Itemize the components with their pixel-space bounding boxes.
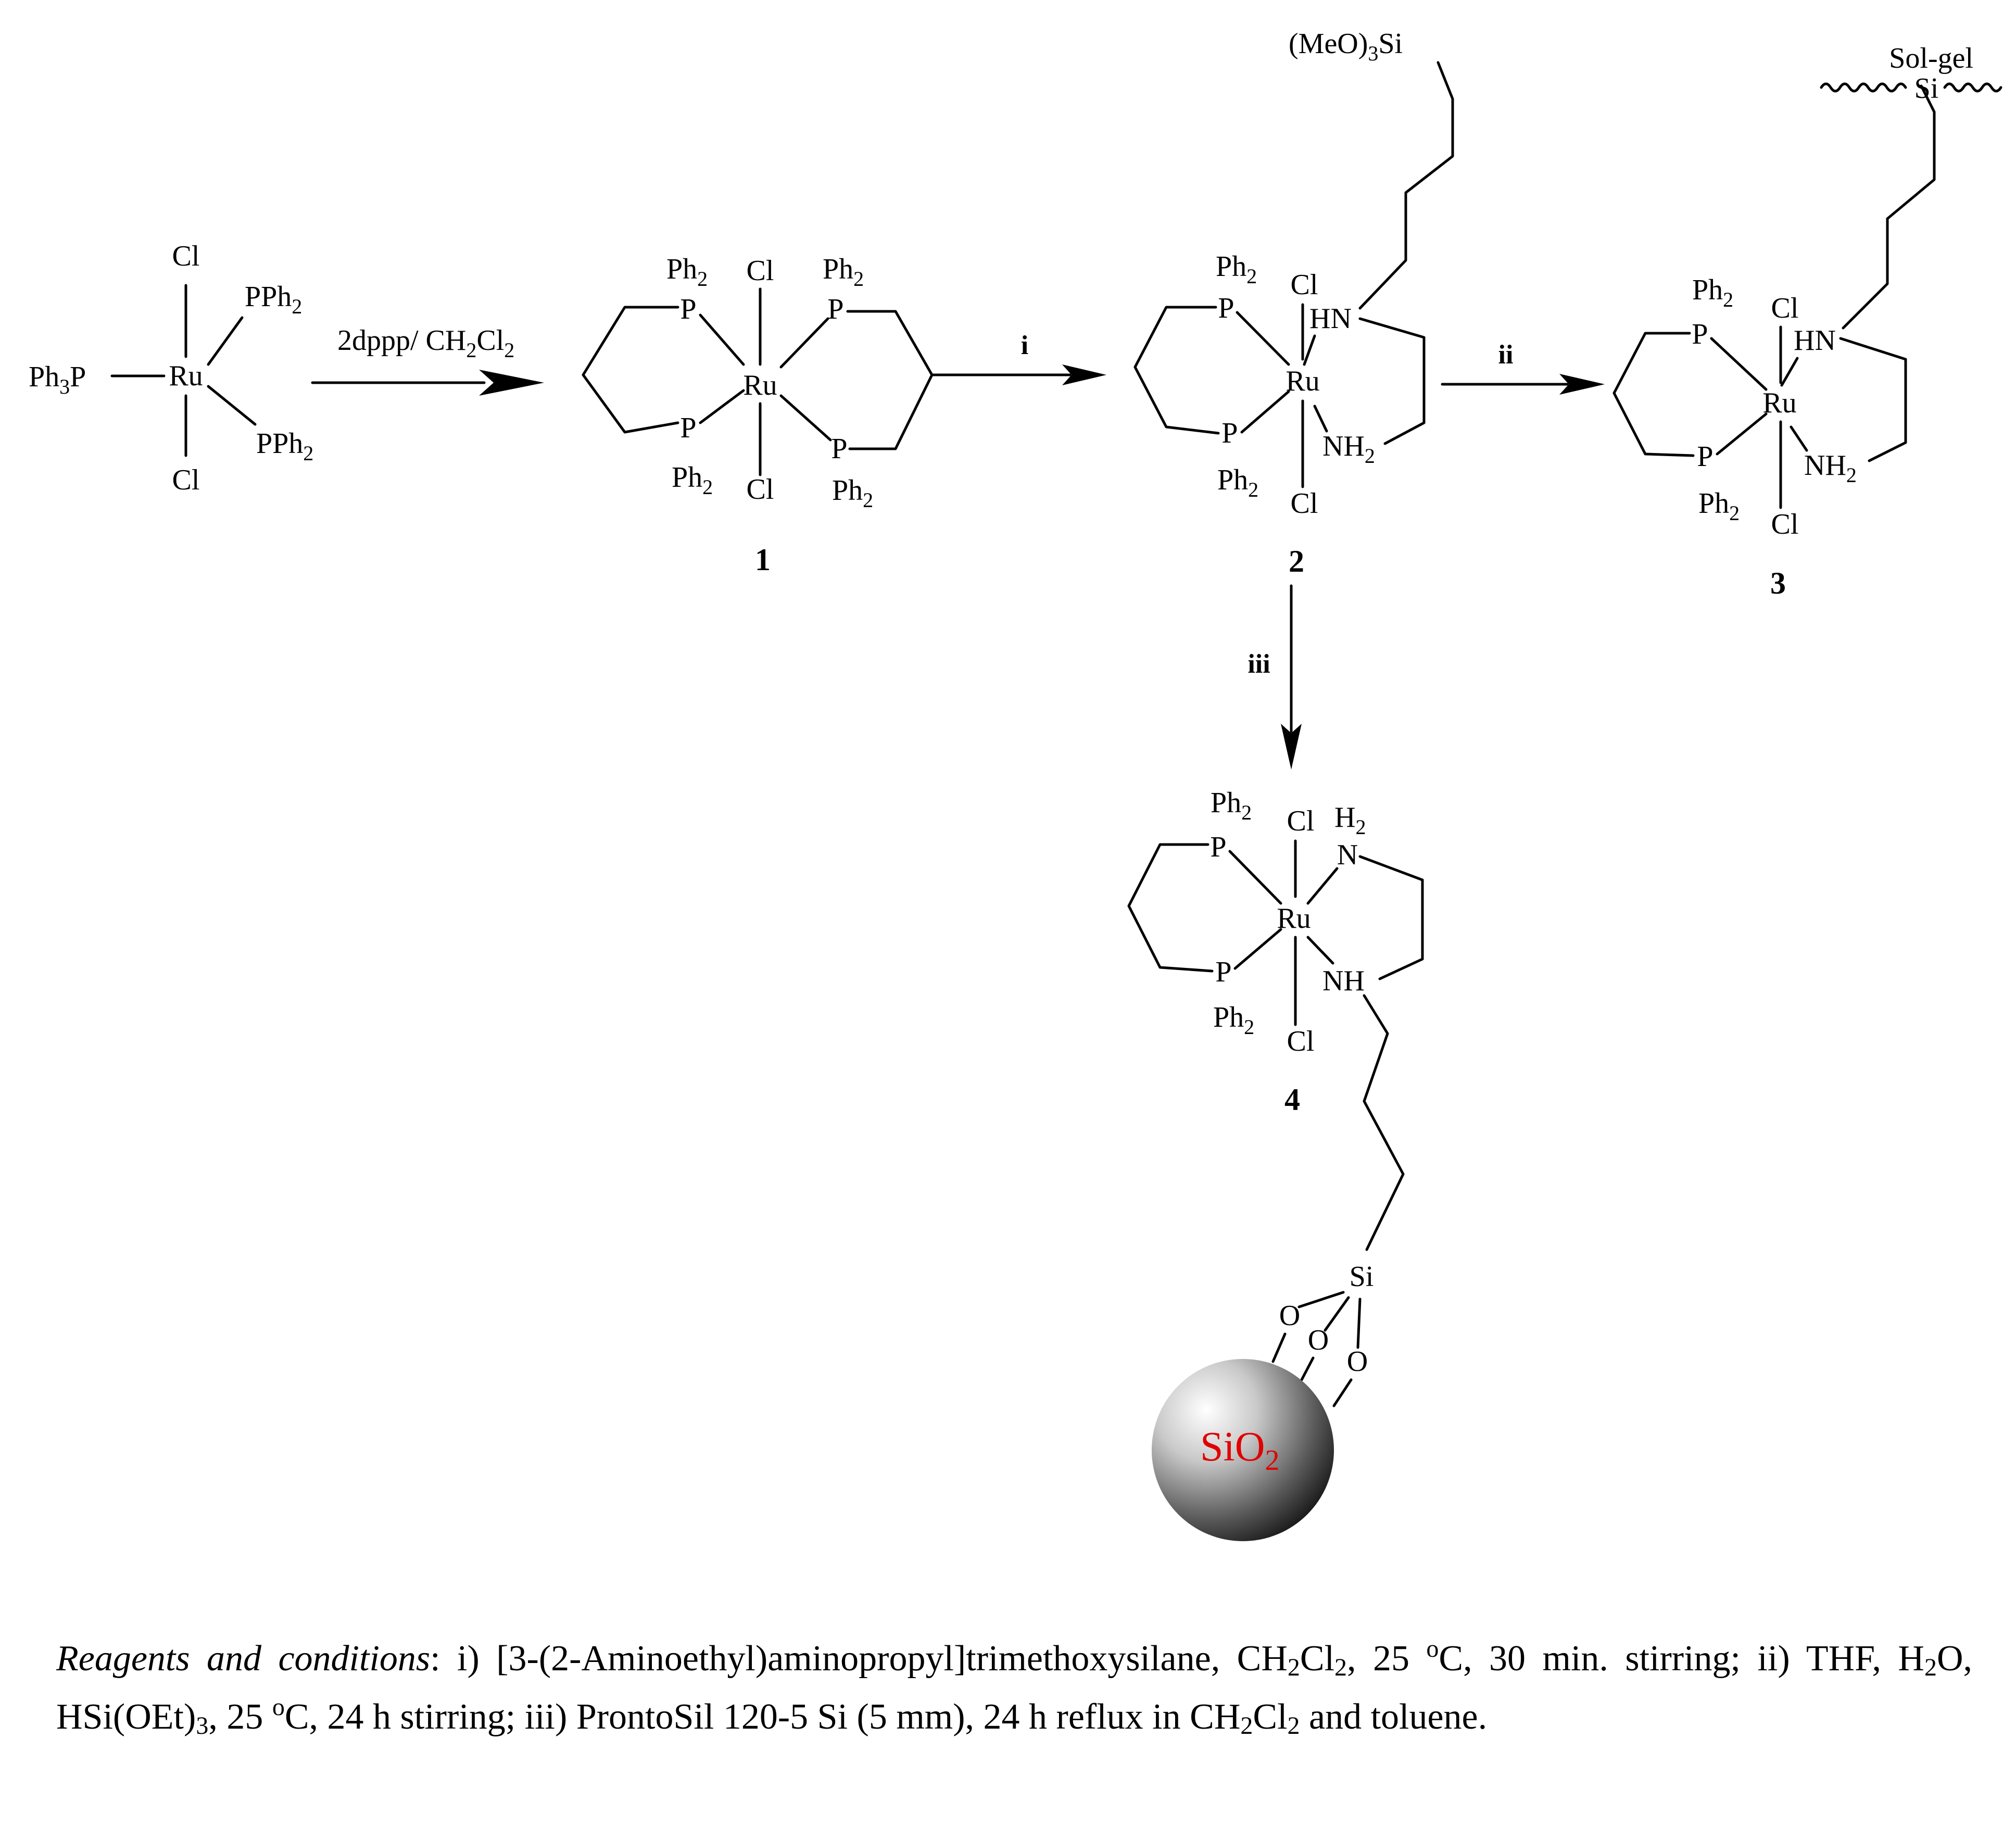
nh2-label: NH2 <box>1804 449 1857 487</box>
phosphorus-label: P <box>827 293 843 325</box>
chloro-label: Cl <box>1771 508 1799 540</box>
amine-n-label: N <box>1337 839 1358 871</box>
pph2-label: PPh2 <box>256 427 313 465</box>
ruthenium-label: Ru <box>1277 902 1311 935</box>
phosphorus-label: P <box>1218 292 1234 324</box>
trimethoxysilyl-label: (MeO)3Si <box>1289 28 1403 65</box>
chloro-label: Cl <box>1287 805 1315 837</box>
chloro-label: Cl <box>172 464 200 496</box>
ruthenium-label: Ru <box>743 369 777 401</box>
ph2-label: Ph2 <box>823 253 864 291</box>
sio2-label: SiO2 <box>1200 1424 1280 1477</box>
reaction-arrow-ii: ii <box>1441 340 1605 395</box>
reagents-caption: Reagents and conditions: i) [3-(2-Aminoe… <box>56 1635 1973 1740</box>
step-label: iii <box>1248 649 1270 679</box>
hn-label: HN <box>1794 324 1836 357</box>
compound-3: Ru Cl Cl P P Ph2 Ph2 HN NH2 Sol-gel Si 3 <box>1612 42 2002 600</box>
phosphorus-label: P <box>1215 956 1231 988</box>
ph2-label: Ph2 <box>1692 274 1733 311</box>
silica-sphere <box>1152 1359 1334 1541</box>
compound-1: Ru Cl Cl P P Ph2 Ph2 P P Ph2 Ph2 1 <box>582 253 934 577</box>
reaction-arrow-iii: iii <box>1248 584 1302 770</box>
nh-label: NH <box>1322 965 1365 997</box>
ph2-label: Ph2 <box>1216 250 1257 288</box>
ph2-label: Ph2 <box>666 253 708 291</box>
compound-2: Ru Cl Cl P P Ph2 Ph2 HN NH2 (MeO)3Si 2 <box>1133 28 1454 578</box>
compound-4: Ru Cl Cl P P Ph2 Ph2 H2 N NH Si O O O <box>1127 787 1424 1541</box>
pph2-label: PPh2 <box>245 281 302 318</box>
silicon-label: Si <box>1914 72 1939 105</box>
hn-label: HN <box>1309 303 1352 335</box>
nh2-label: NH2 <box>1322 430 1375 468</box>
compound-number: 4 <box>1284 1082 1300 1117</box>
ph2-label: Ph2 <box>672 461 713 499</box>
ph2-label: Ph2 <box>1217 464 1258 501</box>
ruthenium-label: Ru <box>169 360 203 392</box>
step-label: ii <box>1498 340 1514 370</box>
compound-number: 1 <box>755 543 771 577</box>
reaction-arrow-i: i <box>930 331 1106 385</box>
silicon-label: Si <box>1350 1261 1374 1293</box>
chloro-label: Cl <box>747 473 774 506</box>
solgel-label: Sol-gel <box>1889 42 1973 74</box>
ph3p-label: Ph3P <box>29 361 86 398</box>
chloro-label: Cl <box>1291 487 1318 520</box>
caption-heading: Reagents and conditions <box>56 1639 431 1679</box>
phosphorus-label: P <box>1697 440 1713 473</box>
compound-number: 2 <box>1289 544 1304 578</box>
compound-number: 3 <box>1770 566 1786 600</box>
starting-material: Cl Cl Ru PPh2 PPh2 Ph3P <box>29 240 313 496</box>
chloro-label: Cl <box>1287 1025 1315 1057</box>
step-label: i <box>1021 331 1028 360</box>
chloro-label: Cl <box>1771 292 1799 324</box>
reaction-arrow-dppp: 2dppp/ CH2Cl2 <box>311 324 544 396</box>
oxygen-label: O <box>1279 1300 1300 1332</box>
ph2-label: Ph2 <box>1698 487 1740 525</box>
phosphorus-label: P <box>1221 417 1238 449</box>
ph2-label: Ph2 <box>1213 1001 1254 1039</box>
oxygen-label: O <box>1308 1324 1329 1356</box>
ruthenium-label: Ru <box>1762 387 1796 419</box>
chloro-label: Cl <box>1291 269 1318 301</box>
phosphorus-label: P <box>1210 831 1226 863</box>
ruthenium-label: Ru <box>1286 365 1319 397</box>
ph2-label: Ph2 <box>1211 787 1252 824</box>
phosphorus-label: P <box>680 293 696 325</box>
reagent-label: 2dppp/ CH2Cl2 <box>337 324 514 362</box>
phosphorus-label: P <box>1692 318 1708 350</box>
phosphorus-label: P <box>680 412 696 444</box>
ph2-label: Ph2 <box>832 474 873 512</box>
phosphorus-label: P <box>831 433 847 465</box>
chloro-label: Cl <box>172 240 200 272</box>
chloro-label: Cl <box>747 255 774 287</box>
oxygen-label: O <box>1347 1345 1368 1378</box>
h2-label: H2 <box>1334 801 1366 839</box>
